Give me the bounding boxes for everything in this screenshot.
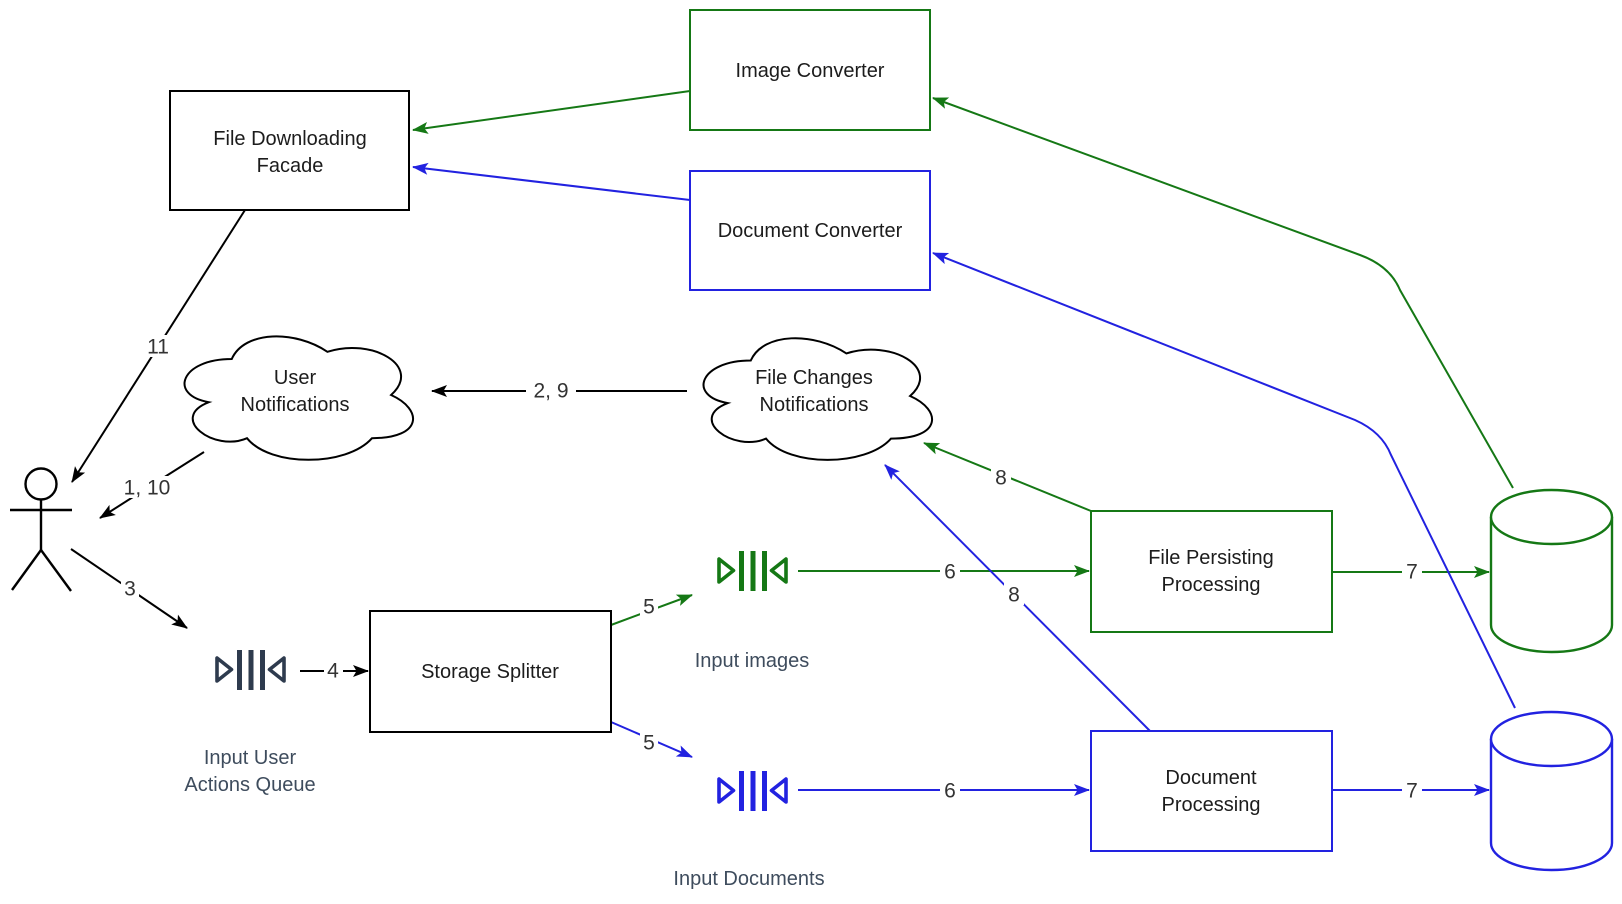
- user-notifications-label-line1: User: [274, 367, 317, 389]
- cloud-shape: [702, 337, 934, 461]
- edge-label-7-files: 7: [1406, 561, 1418, 584]
- edge-labels-layer: 11 1, 10 2, 9 3 4 5 5 6 6 7 7 8 8: [119, 333, 1422, 806]
- cloud-shape: [183, 335, 415, 461]
- input-user-actions-queue-caption-line2: Actions Queue: [184, 774, 315, 796]
- files-database-cylinder: [1489, 488, 1614, 654]
- document-processing-node: Document Processing: [1090, 730, 1333, 852]
- queue-icon: [206, 645, 296, 696]
- document-processing-label-line2: Processing: [1162, 794, 1261, 816]
- input-documents-queue-node: Input Documents: [673, 766, 825, 890]
- edge-document-converter-to-facade: [412, 162, 691, 201]
- file-downloading-facade-label-line2: Facade: [257, 155, 324, 177]
- storage-splitter-node: Storage Splitter: [369, 610, 612, 733]
- document-processing-label-line1: Document: [1165, 767, 1257, 789]
- edge-documents-db-to-document-converter: [932, 252, 1516, 709]
- edge-label-5-images: 5: [643, 596, 655, 619]
- file-downloading-facade-node: File Downloading Facade: [169, 90, 410, 211]
- nodes-layer: Image Converter Document Converter File …: [10, 9, 1614, 890]
- input-images-caption: Input images: [695, 650, 810, 672]
- edge-label-8-documents: 8: [1008, 584, 1020, 607]
- edge-label-6-documents: 6: [944, 780, 956, 803]
- user-notifications-label-line2: Notifications: [241, 394, 350, 416]
- document-converter-node: Document Converter: [689, 170, 931, 291]
- file-changes-notifications-cloud: File Changes Notifications: [702, 337, 934, 461]
- input-user-actions-queue-node: Input User Actions Queue: [184, 645, 316, 796]
- file-persisting-processing-label-line1: File Persisting: [1148, 547, 1274, 569]
- file-persisting-processing-node: File Persisting Processing: [1090, 510, 1333, 633]
- documents-database-cylinder: [1489, 710, 1614, 872]
- edge-label-5-documents: 5: [643, 732, 655, 755]
- file-downloading-facade-label-line1: File Downloading: [213, 128, 366, 150]
- database-top: [1489, 710, 1614, 768]
- edge-label-11: 11: [147, 336, 169, 359]
- edge-label-3: 3: [124, 578, 136, 601]
- actor-right-leg: [40, 549, 72, 592]
- input-documents-caption: Input Documents: [673, 868, 824, 890]
- database-body: [1489, 517, 1614, 654]
- image-converter-node: Image Converter: [689, 9, 931, 131]
- edge-label-1-10: 1, 10: [124, 477, 171, 500]
- file-changes-notifications-label-line1: File Changes: [755, 367, 873, 389]
- edge-label-7-documents: 7: [1406, 780, 1418, 803]
- edge-label-6-images: 6: [944, 561, 956, 584]
- actor-left-leg: [11, 549, 42, 591]
- database-top: [1489, 488, 1614, 546]
- storage-splitter-label: Storage Splitter: [421, 661, 559, 683]
- file-persisting-processing-label-line2: Processing: [1162, 574, 1261, 596]
- edge-label-2-9: 2, 9: [533, 380, 568, 403]
- user-notifications-cloud: User Notifications: [183, 335, 415, 461]
- user-actor: [10, 467, 72, 592]
- queue-icon: [708, 546, 798, 597]
- input-user-actions-queue-caption-line1: Input User: [204, 747, 297, 769]
- edge-label-4: 4: [327, 660, 339, 683]
- document-converter-label: Document Converter: [718, 220, 903, 242]
- database-body: [1489, 739, 1614, 872]
- edge-files-db-to-image-converter: [932, 97, 1514, 489]
- image-converter-label: Image Converter: [736, 60, 885, 82]
- edge-image-converter-to-facade: [412, 90, 691, 134]
- actor-head: [24, 467, 58, 501]
- input-images-queue-node: Input images: [695, 546, 810, 672]
- edge-label-8-files: 8: [995, 467, 1007, 490]
- file-changes-notifications-label-line2: Notifications: [760, 394, 869, 416]
- queue-icon: [708, 766, 798, 817]
